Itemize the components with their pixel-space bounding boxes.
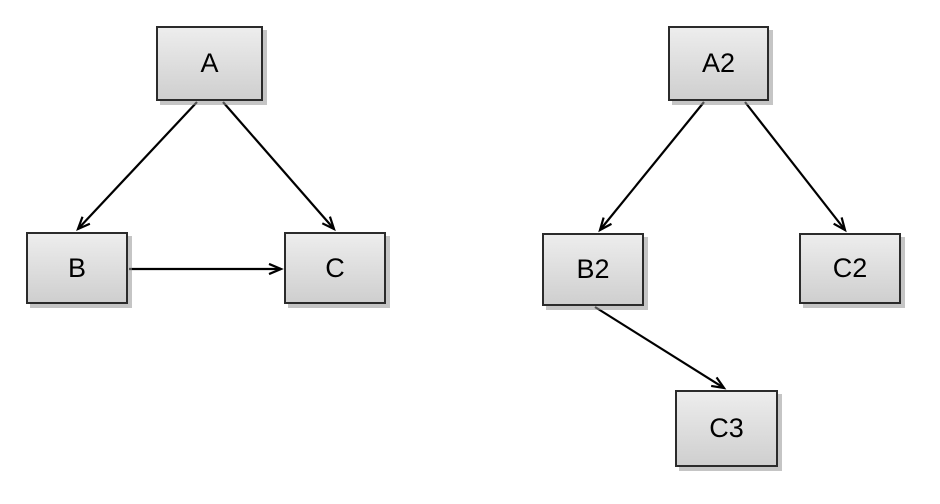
arrowhead-icon	[321, 216, 336, 232]
edge-b-to-c[interactable]	[129, 262, 284, 276]
arrowhead-icon	[268, 262, 284, 276]
edge-a2-to-b2[interactable]	[598, 101, 705, 233]
arrowhead-icon	[598, 217, 612, 233]
node-c2[interactable]: C2	[799, 233, 901, 304]
arrowhead-icon	[833, 217, 847, 233]
node-label: A	[200, 48, 219, 78]
edge-line	[222, 101, 335, 230]
node-a2[interactable]: A2	[668, 26, 769, 101]
edge-a-to-c[interactable]	[222, 101, 336, 232]
node-c[interactable]: C	[284, 232, 386, 304]
node-a[interactable]: A	[156, 26, 263, 101]
node-label: C	[325, 252, 345, 283]
node-label: C2	[832, 253, 868, 283]
node-b2[interactable]: B2	[542, 233, 644, 306]
node-label: B	[67, 252, 86, 283]
node-label: A2	[701, 48, 736, 78]
edge-line	[77, 101, 198, 230]
edge-b2-to-c3[interactable]	[594, 306, 727, 390]
edge-line	[599, 101, 705, 231]
node-label: C3	[709, 413, 744, 443]
arrowhead-icon	[710, 376, 727, 390]
edge-line	[744, 101, 846, 231]
node-b[interactable]: B	[26, 232, 128, 304]
edge-line	[594, 306, 725, 389]
node-label: B2	[576, 254, 610, 284]
edge-a2-to-c2[interactable]	[744, 101, 847, 233]
node-c3[interactable]: C3	[675, 390, 778, 467]
arrowhead-icon	[76, 216, 91, 232]
edge-a-to-b[interactable]	[76, 101, 198, 232]
